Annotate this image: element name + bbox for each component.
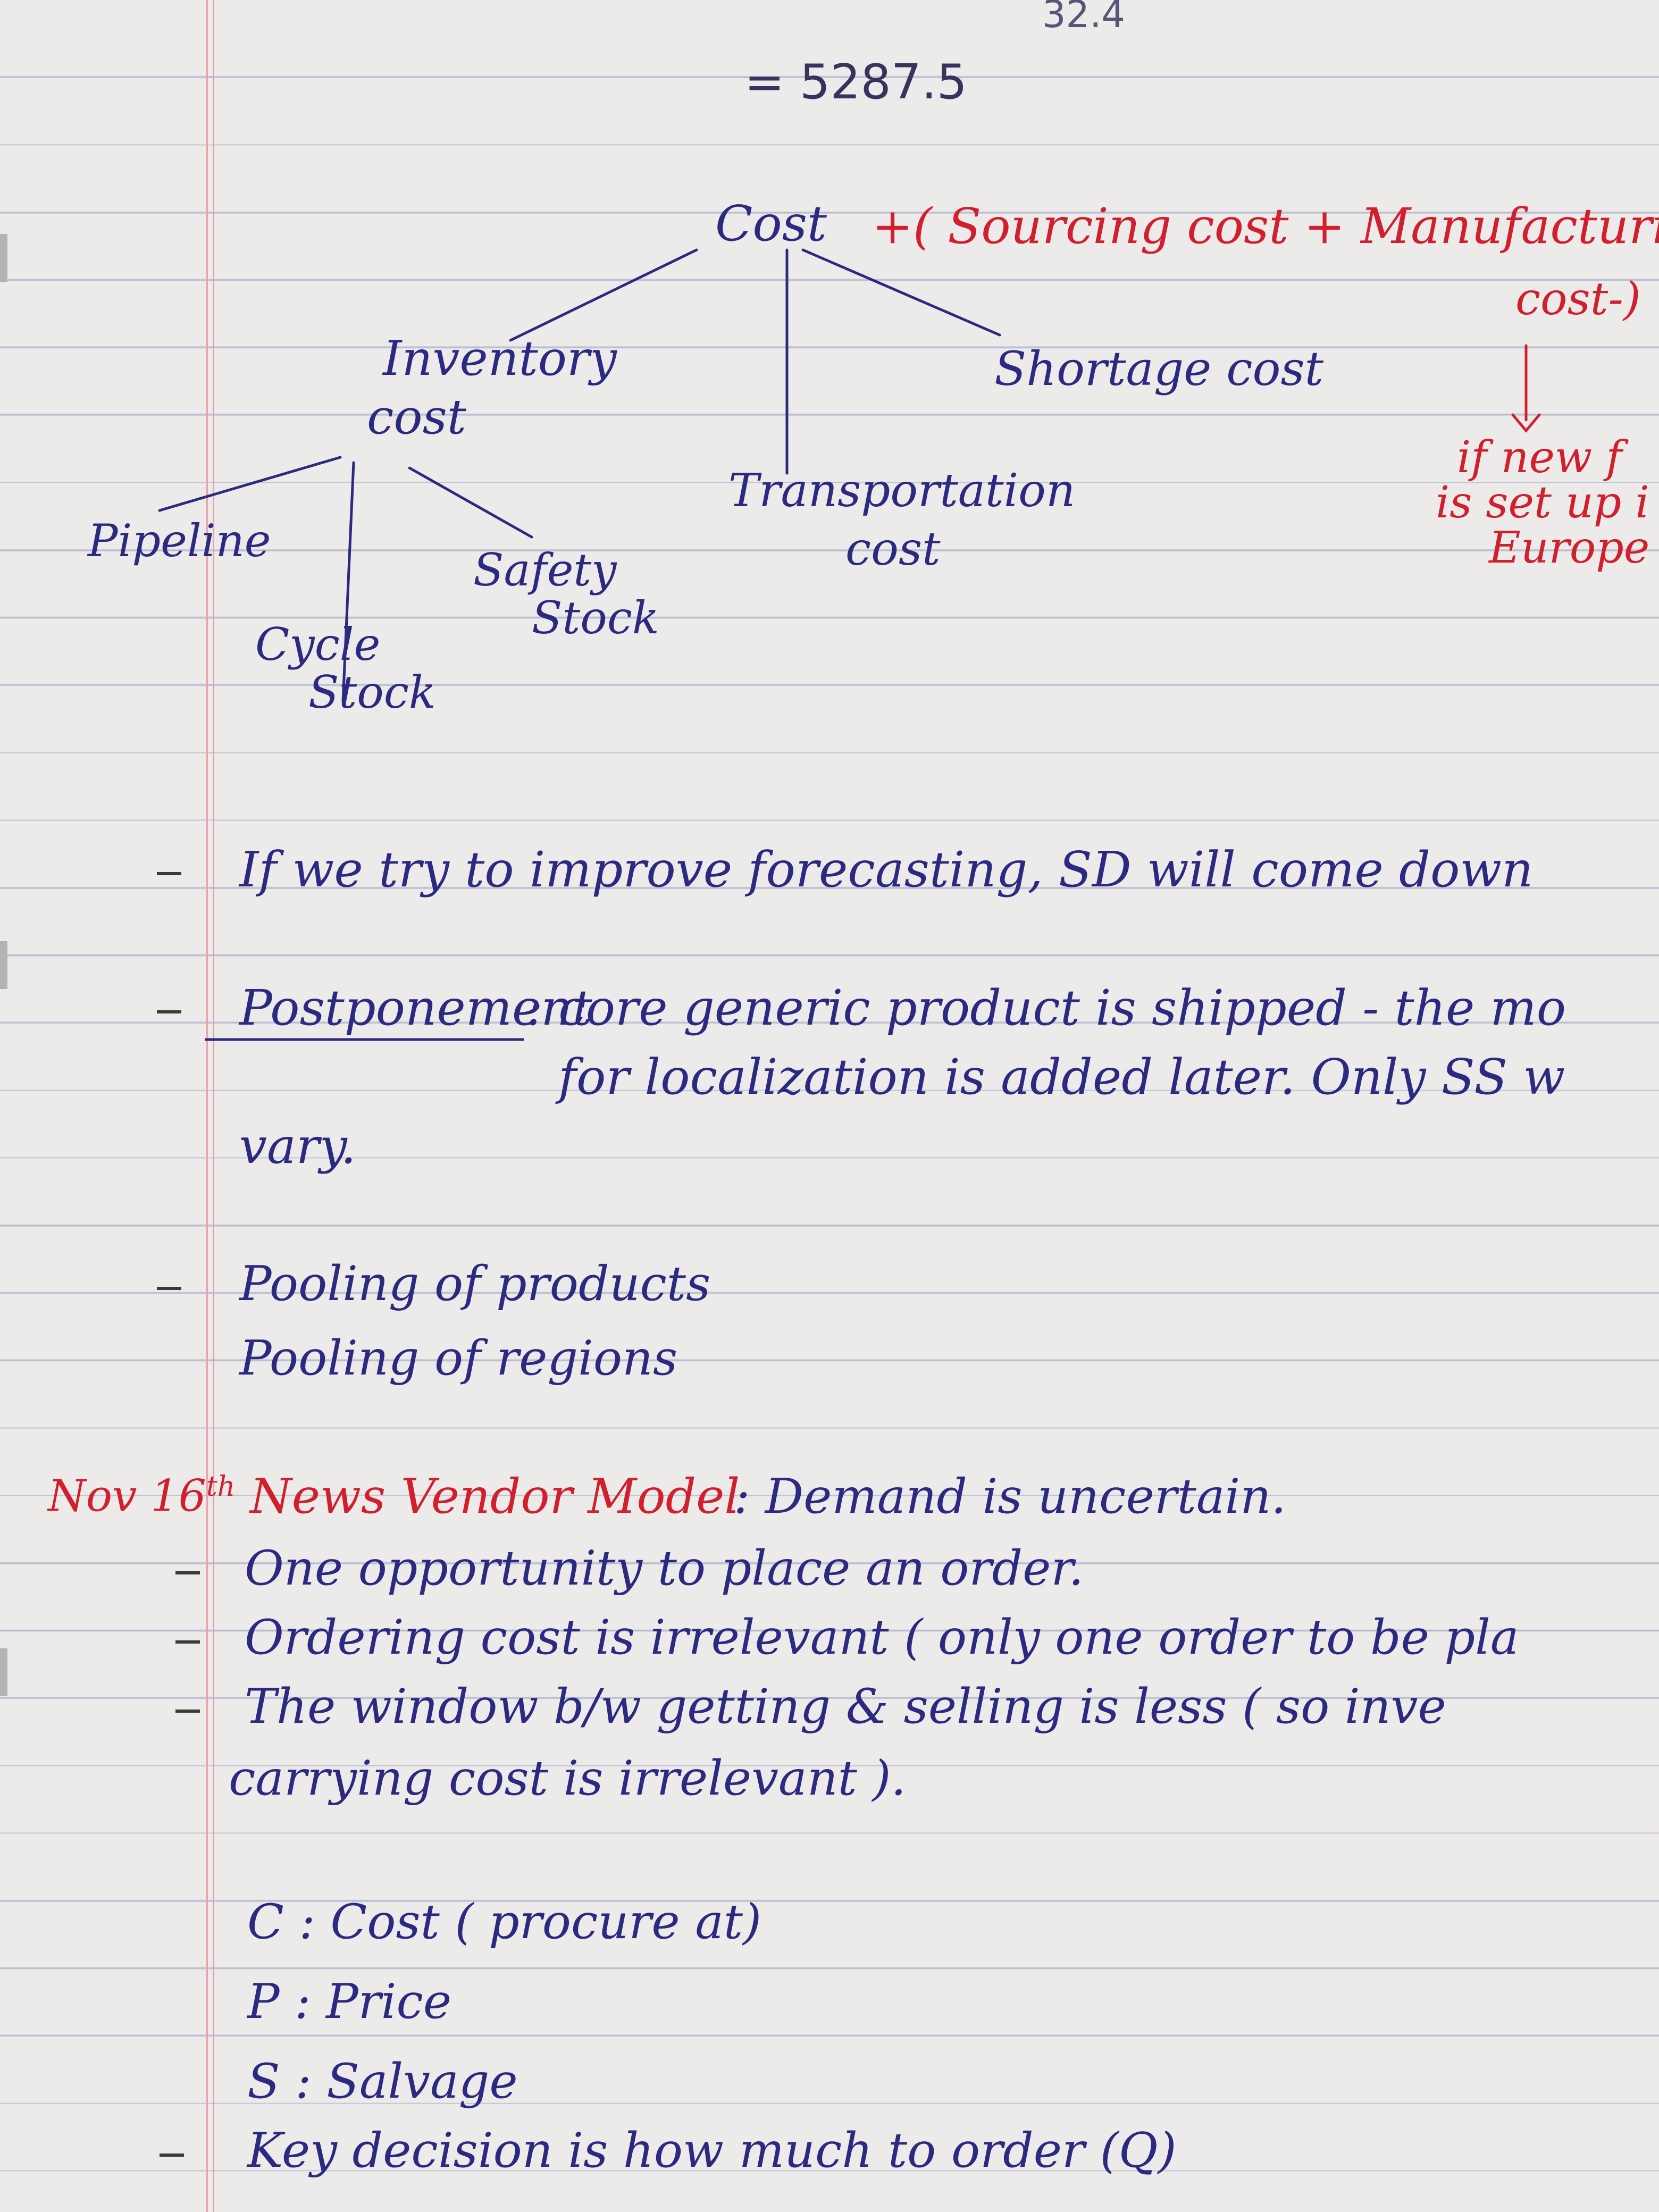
nv-def-cost: C : Cost ( procure at) (247, 1894, 762, 1950)
line-root-inventory (509, 248, 698, 342)
nv-def-salvage: S : Salvage (247, 2054, 518, 2109)
bullet-dash (160, 2154, 184, 2157)
binding-hole (0, 234, 7, 282)
note-postponement-line-2: for localization is added later. Only SS… (558, 1049, 1565, 1105)
tree-pipeline: Pipeline (88, 515, 271, 567)
section-title: News Vendor Model (250, 1469, 740, 1524)
bullet-dash (175, 1640, 200, 1644)
tree-safety-line-2: Stock (532, 592, 659, 644)
tree-root: Cost (715, 195, 827, 252)
note-forecasting: If we try to improve forecasting, SD wil… (239, 841, 1534, 898)
tree-transportation-line-2: cost (845, 523, 941, 576)
tree-shortage: Shortage cost (994, 341, 1324, 396)
tree-transportation-line-1: Transportation (728, 464, 1076, 517)
note-postponement-line-3: vary. (239, 1118, 356, 1175)
tree-cycle-line-2: Stock (308, 666, 436, 718)
tree-safety-line-1: Safety (473, 544, 617, 596)
note-postponement-label: Postponement (239, 979, 592, 1036)
tree-inventory-line-1: Inventory (383, 331, 617, 387)
red-arrow-head (1511, 413, 1541, 433)
margin-line-inner (213, 0, 214, 2212)
line-inventory-pipeline (158, 456, 342, 512)
tree-extra-cost: +( Sourcing cost + Manufacturi (872, 198, 1659, 255)
bullet-dash (157, 872, 181, 875)
top-scribble: 32.4 (1042, 0, 1125, 36)
section-date: Nov 16th (48, 1471, 236, 1522)
margin-line (206, 0, 208, 2212)
nv-point-ordering-cost: Ordering cost is irrelevant ( only one o… (245, 1610, 1519, 1665)
tree-cycle-line-1: Cycle (255, 618, 381, 671)
bullet-dash (175, 1571, 200, 1574)
nv-def-price: P : Price (247, 1974, 452, 2030)
red-note-line-2: is set up i (1436, 477, 1649, 528)
nv-point-window-cont: carrying cost is irrelevant ). (229, 1750, 907, 1806)
note-postponement-line-1: : core generic product is shipped - the … (526, 979, 1566, 1036)
red-note-line-1: if new f (1457, 432, 1622, 483)
binding-hole (0, 1648, 7, 1696)
note-pooling-regions: Pooling of regions (239, 1330, 678, 1386)
red-note-line-3: Europe (1489, 523, 1650, 573)
note-pooling-products: Pooling of products (239, 1256, 711, 1312)
bullet-dash (157, 1010, 181, 1013)
nv-point-one-opportunity: One opportunity to place an order. (245, 1540, 1084, 1596)
line-inventory-safety (408, 466, 533, 539)
tree-inventory-line-2: cost (367, 389, 466, 445)
nv-point-window: The window b/w getting & selling is less… (245, 1679, 1446, 1735)
section-title-rest: : Demand is uncertain. (734, 1469, 1286, 1524)
line-inventory-cycle (341, 461, 355, 703)
binding-hole (0, 941, 7, 989)
tree-extra-cost-2: cost-) (1515, 273, 1641, 325)
nv-key-decision: Key decision is how much to order (Q) (247, 2123, 1177, 2179)
bullet-dash (175, 1710, 200, 1713)
bullet-dash (157, 1287, 181, 1290)
line-root-shortage (801, 248, 1001, 337)
top-equation: = 5287.5 (744, 54, 967, 110)
